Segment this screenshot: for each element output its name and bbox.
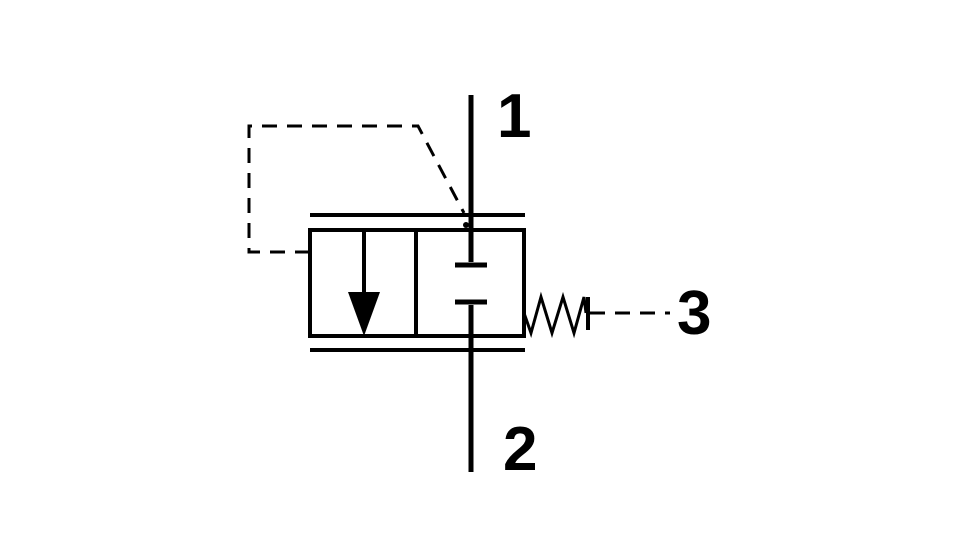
pilot-connection-dot	[463, 222, 469, 228]
port-3-label: 3	[677, 279, 711, 348]
pilot-line	[247, 124, 466, 254]
flow-arrow-head	[348, 292, 380, 336]
port-1-label: 1	[497, 82, 531, 151]
port-2-label: 2	[503, 415, 537, 484]
spring	[522, 291, 588, 339]
